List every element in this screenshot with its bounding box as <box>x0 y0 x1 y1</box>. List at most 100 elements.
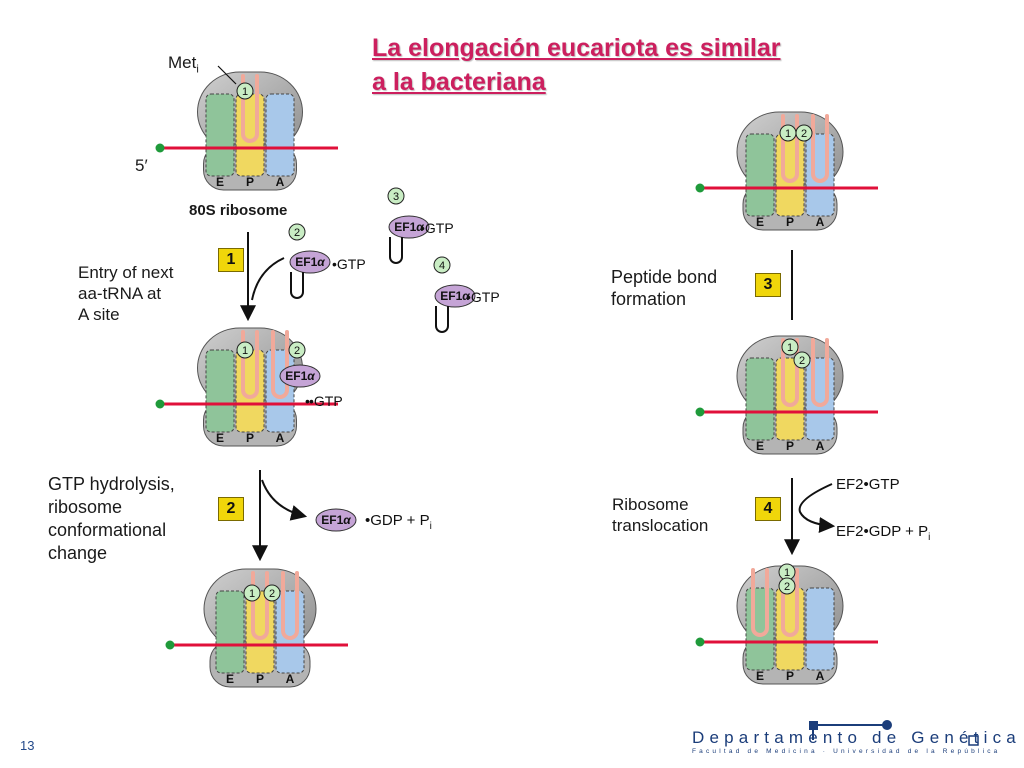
e-site-label: E <box>756 215 764 229</box>
met-label: Meti <box>168 53 199 76</box>
faculty-name: Facultad de Medicina · Universidad de la… <box>692 748 1001 755</box>
gtp-label-2: •GTP <box>332 256 366 272</box>
mrna-5prime-end <box>155 143 165 153</box>
ef2-gdp-label: EF2•GDP + Pi <box>836 523 931 543</box>
p-site-column <box>775 587 805 671</box>
trna-number-1-text: 1 <box>784 567 790 579</box>
trna-p-site <box>251 571 269 640</box>
trna-number-1-text: 1 <box>242 345 248 357</box>
page-number: 13 <box>20 738 35 753</box>
ef1-alpha-free-1-text: EF1α <box>295 255 325 269</box>
arrow-ef1-release <box>261 479 308 521</box>
a-site-column <box>275 590 305 674</box>
department-logo <box>809 720 979 746</box>
mrna-5prime-end <box>695 407 705 417</box>
slide-title-line-1: La elongación eucariota es similar <box>372 34 781 62</box>
a-site-column <box>805 587 835 671</box>
free-trna-number-2-text: 2 <box>294 227 300 239</box>
trna-p-site <box>781 568 799 637</box>
ef1-alpha-bound <box>279 364 321 388</box>
trna-number-1-text: 1 <box>785 128 791 140</box>
e-site-label: E <box>216 175 224 189</box>
ef1-alpha-released <box>315 508 357 532</box>
ribosome-5: 12E P A <box>695 335 878 455</box>
step-4-badge: 4 <box>755 497 781 521</box>
step3-description: Peptide bond formation <box>611 267 718 309</box>
e-site-label: E <box>756 439 764 453</box>
trna-number-1-text: 1 <box>787 342 793 354</box>
step4-description: Ribosome translocation <box>612 495 709 535</box>
mrna-5prime-end <box>695 183 705 193</box>
trna-number-2-text: 2 <box>294 345 300 357</box>
a-site-label: A <box>816 215 825 229</box>
e-site-column <box>745 357 775 441</box>
arrow-trna-entry <box>251 257 285 301</box>
slide-title-line-2: a la bacteriana <box>372 68 546 96</box>
ribosome-1: 1E P A <box>155 71 338 191</box>
gtp-label-bound: • <box>305 393 310 409</box>
gtp-label-bound-text: •GTP <box>309 393 343 409</box>
p-site-label: P <box>246 431 254 445</box>
trna-a-site <box>811 114 829 183</box>
met-pointer-line <box>217 65 237 85</box>
e-site-column <box>745 587 775 671</box>
trna-a-site <box>281 571 299 640</box>
trna-number-1-text: 1 <box>249 588 255 600</box>
ef1-alpha-free-2-text: EF1α <box>394 220 424 234</box>
trna-number-1 <box>243 584 261 602</box>
trna-p-site <box>781 114 799 183</box>
e-site-column <box>215 590 245 674</box>
free-trna-number-2 <box>288 223 306 241</box>
trna-number-2-text: 2 <box>799 355 805 367</box>
ef1-alpha-bound-text: EF1α <box>285 369 315 383</box>
p-site-label: P <box>246 175 254 189</box>
trna-number-1 <box>781 338 799 356</box>
p-site-column <box>775 133 805 217</box>
p-site-label: P <box>786 439 794 453</box>
free-trna-2 <box>389 237 403 264</box>
step-3-badge: 3 <box>755 273 781 297</box>
trna-number-1 <box>236 341 254 359</box>
a-site-label: A <box>276 175 285 189</box>
trna-number-1-text: 1 <box>242 86 248 98</box>
e-site-column <box>205 93 235 177</box>
gtp-label-4: •GTP <box>466 289 500 305</box>
trna-number-2-text: 2 <box>784 581 790 593</box>
free-trna-number-4-text: 4 <box>439 260 445 272</box>
step2-description: GTP hydrolysis, ribosome conformational … <box>48 474 175 563</box>
trna-number-2 <box>795 124 813 142</box>
free-trna-number-3 <box>387 187 405 205</box>
mrna-5prime-end <box>165 640 175 650</box>
free-trna-3 <box>435 306 449 333</box>
a-site-column <box>805 133 835 217</box>
trna-number-2-text: 2 <box>269 588 275 600</box>
e-site-column <box>745 133 775 217</box>
ef1-alpha-free-2 <box>388 215 430 239</box>
ef1-alpha-released-text: EF1α <box>321 513 351 527</box>
mrna-5prime-end <box>695 637 705 647</box>
five-prime-label: 5′ <box>135 156 148 175</box>
ribosome-name-label: 80S ribosome <box>189 202 288 219</box>
a-site-column <box>265 349 295 433</box>
ef1-alpha-free-3 <box>434 284 476 308</box>
trna-a-site <box>271 330 289 399</box>
trna-number-2 <box>263 584 281 602</box>
step-2-badge: 2 <box>218 497 244 521</box>
a-site-label: A <box>816 669 825 683</box>
p-site-column <box>245 590 275 674</box>
e-site-label: E <box>756 669 764 683</box>
a-site-label: A <box>816 439 825 453</box>
trna-number-2 <box>778 577 796 595</box>
trna-number-2-text: 2 <box>801 128 807 140</box>
p-site-label: P <box>786 669 794 683</box>
p-site-label: P <box>256 672 264 686</box>
a-site-column <box>265 93 295 177</box>
a-site-label: A <box>276 431 285 445</box>
p-site-column <box>775 357 805 441</box>
e-site-label: E <box>216 431 224 445</box>
e-site-column <box>205 349 235 433</box>
ef2-gtp-label: EF2•GTP <box>836 476 900 493</box>
